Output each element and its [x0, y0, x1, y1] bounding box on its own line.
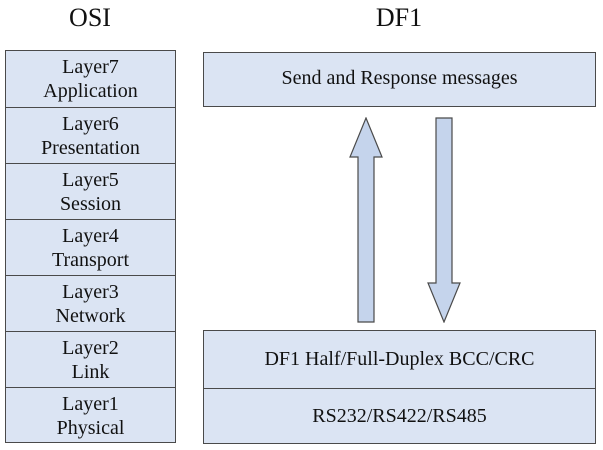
osi-layer-7-number: Layer7	[62, 56, 119, 78]
osi-layer-2: Layer2 Link	[6, 331, 175, 387]
osi-layer-7-label: Application	[43, 80, 138, 102]
df1-application-box: Send and Response messages	[203, 52, 596, 107]
osi-layer-1-number: Layer1	[62, 393, 119, 415]
osi-layer-5-number: Layer5	[62, 169, 119, 191]
osi-layer-3-label: Network	[55, 305, 126, 327]
osi-layer-5: Layer5 Session	[6, 163, 175, 219]
osi-layer-2-number: Layer2	[62, 337, 119, 359]
osi-layer-6-label: Presentation	[41, 137, 140, 159]
osi-layer-3: Layer3 Network	[6, 275, 175, 331]
df1-column-title: DF1	[375, 3, 423, 32]
osi-layer-4: Layer4 Transport	[6, 219, 175, 275]
osi-layer-6-number: Layer6	[62, 113, 119, 135]
osi-layer-3-number: Layer3	[62, 281, 119, 303]
osi-layer-6: Layer6 Presentation	[6, 107, 175, 163]
osi-layer-4-label: Transport	[51, 249, 130, 271]
down-arrow-icon	[427, 117, 461, 323]
osi-layer-1-label: Physical	[56, 417, 125, 439]
osi-layer-4-number: Layer4	[62, 225, 119, 247]
osi-layer-7: Layer7 Application	[6, 51, 175, 107]
up-arrow-icon	[349, 117, 383, 323]
osi-layer-stack: Layer7 Application Layer6 Presentation L…	[5, 50, 176, 443]
osi-layer-5-label: Session	[59, 193, 122, 215]
osi-layer-1: Layer1 Physical	[6, 387, 175, 442]
df1-lower-stack: DF1 Half/Full-Duplex BCC/CRC RS232/RS422…	[203, 330, 596, 444]
osi-column-title: OSI	[69, 3, 111, 32]
df1-physical-box: RS232/RS422/RS485	[204, 388, 595, 444]
osi-layer-2-label: Link	[71, 361, 110, 383]
df1-link-box: DF1 Half/Full-Duplex BCC/CRC	[264, 348, 535, 370]
